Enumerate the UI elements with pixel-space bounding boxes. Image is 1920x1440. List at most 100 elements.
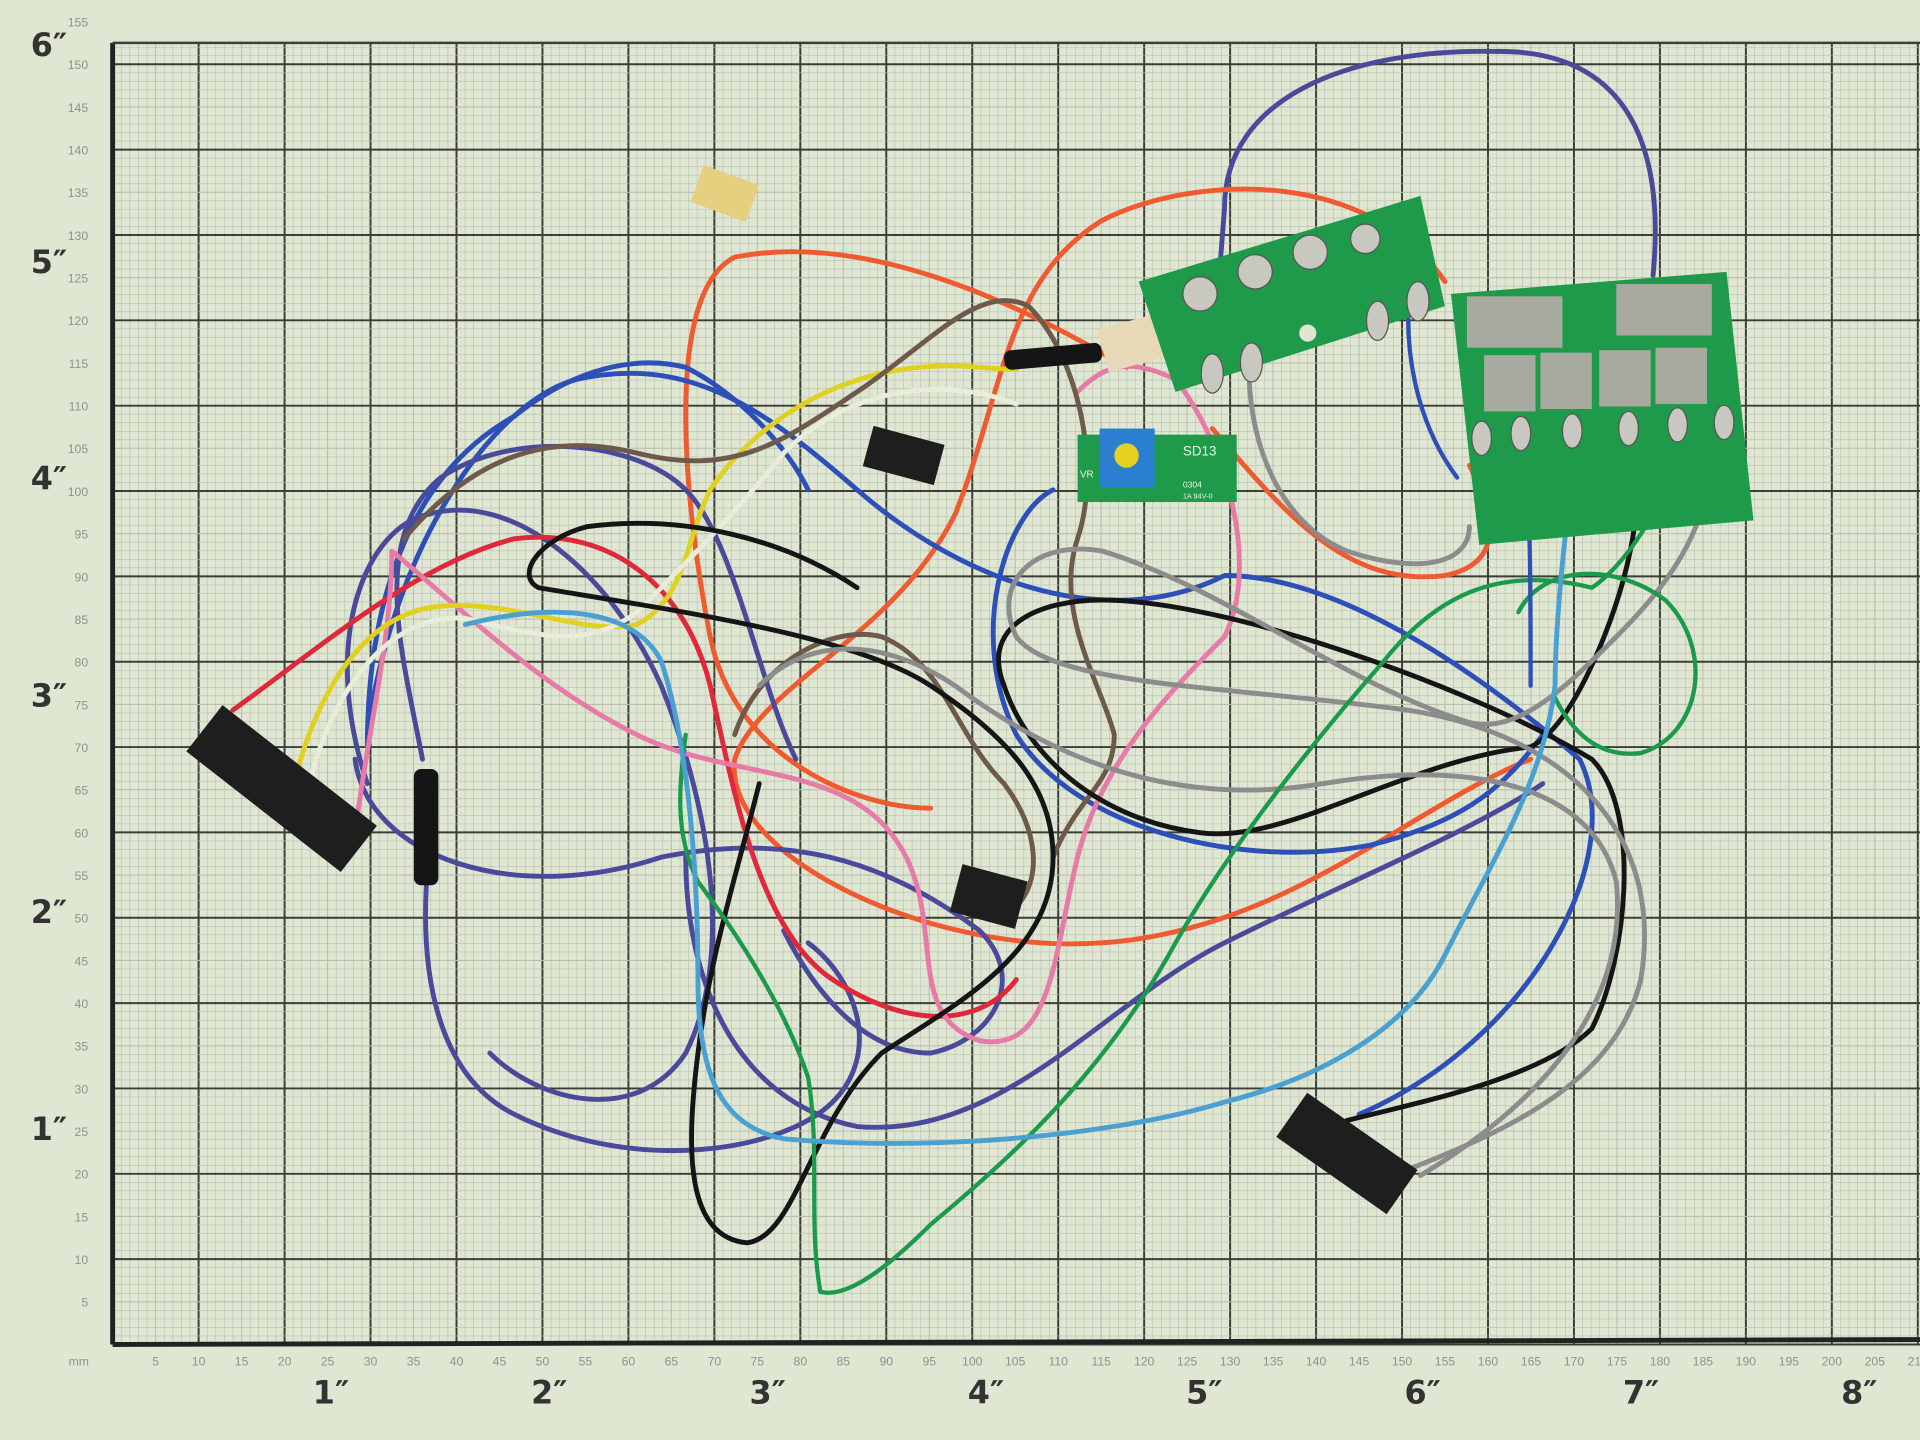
y-mm-tick-label: 40 xyxy=(75,997,89,1011)
y-mm-tick-label: 15 xyxy=(75,1210,89,1224)
x-inch-label: 4″ xyxy=(968,1373,1004,1411)
connector-small-top xyxy=(862,425,945,486)
y-mm-tick-label: 155 xyxy=(68,16,89,30)
y-mm-tick-label: 35 xyxy=(75,1040,89,1054)
pcb-side-mark: VR xyxy=(1080,470,1094,481)
x-inch-label: 5″ xyxy=(1186,1373,1222,1411)
x-mm-tick-label: 150 xyxy=(1392,1354,1413,1368)
x-mm-tick-label: 75 xyxy=(751,1354,765,1368)
y-mm-tick-label: 55 xyxy=(75,869,89,883)
x-mm-tick-label: 205 xyxy=(1865,1354,1886,1368)
y-mm-tick-label: 125 xyxy=(68,272,89,286)
wire-blue-pcb xyxy=(1406,316,1460,480)
x-mm-tick-label: 40 xyxy=(450,1354,464,1368)
wire-pink xyxy=(352,363,1242,1045)
wire-purple xyxy=(1209,48,1658,370)
pcb-part-label: SD13 xyxy=(1183,444,1217,459)
wire-blue xyxy=(990,487,1546,855)
y-mm-tick-label: 120 xyxy=(68,314,89,328)
y-mm-tick-label: 65 xyxy=(75,784,89,798)
wire-gray xyxy=(1006,426,1710,1172)
x-mm-tick-label: 70 xyxy=(708,1354,722,1368)
y-mm-tick-label: 105 xyxy=(68,442,89,456)
wire-black xyxy=(996,364,1642,1123)
y-mm-tick-label: 45 xyxy=(75,954,89,968)
y-mm-tick-label: 5 xyxy=(81,1296,88,1310)
x-mm-tick-label: 200 xyxy=(1822,1354,1843,1368)
x-mm-tick-label: 165 xyxy=(1521,1354,1542,1368)
wire-brown xyxy=(401,298,1117,860)
wire-purple xyxy=(683,781,1546,1130)
x-inch-label: 1″ xyxy=(313,1373,349,1411)
y-mm-tick-label: 50 xyxy=(75,912,89,926)
pcb-trimmer-board: SD13 0304 1A 94V-0 VR xyxy=(1077,428,1237,503)
y-inch-label: 3″ xyxy=(31,676,67,714)
grid-border-bottom xyxy=(112,1337,1920,1347)
y-mm-tick-label: 150 xyxy=(68,58,89,72)
x-mm-tick-label: 175 xyxy=(1607,1354,1628,1368)
x-mm-tick-label: 145 xyxy=(1349,1354,1370,1368)
y-mm-tick-label: 110 xyxy=(69,400,89,414)
connector-yellow xyxy=(690,165,760,222)
heat-shrink xyxy=(413,768,439,886)
wire-yellow xyxy=(291,363,1019,787)
heat-shrink xyxy=(1004,342,1103,370)
x-mm-tick-label: 180 xyxy=(1650,1354,1671,1368)
y-mm-tick-label: 130 xyxy=(68,229,89,243)
wire-red xyxy=(230,534,1019,1019)
y-inch-label: 4″ xyxy=(31,460,67,498)
x-mm-tick-label: 115 xyxy=(1091,1354,1111,1368)
y-mm-tick-label: 100 xyxy=(68,485,89,499)
y-mm-tick-label: 140 xyxy=(68,144,89,158)
x-mm-tick-label: 140 xyxy=(1306,1354,1327,1368)
wire-gray xyxy=(756,646,1620,1178)
x-mm-tick-label: 65 xyxy=(665,1354,679,1368)
wire-purple xyxy=(345,507,715,1102)
y-mm-tick-label: 30 xyxy=(75,1082,89,1096)
pcb-rating: 1A 94V-0 xyxy=(1183,491,1213,500)
wire-green xyxy=(678,401,1692,1295)
x-mm-tick-label: 55 xyxy=(579,1354,593,1368)
y-inch-label: 2″ xyxy=(31,893,67,931)
y-mm-tick-label: 85 xyxy=(75,613,89,627)
y-mm-tick-label: 115 xyxy=(69,357,89,371)
x-mm-tick-label: 135 xyxy=(1263,1354,1284,1368)
x-mm-tick-label: 100 xyxy=(962,1354,983,1368)
y-mm-tick-label: 60 xyxy=(75,826,89,840)
wire-lightblue xyxy=(462,413,1583,1146)
wire-white xyxy=(303,387,1019,799)
y-inch-label: 1″ xyxy=(31,1110,67,1148)
x-mm-tick-label: 5 xyxy=(152,1354,159,1368)
x-mm-tick-label: 60 xyxy=(622,1354,636,1368)
connector-small-center xyxy=(949,864,1028,929)
x-mm-tick-label: 30 xyxy=(364,1354,378,1368)
x-mm-tick-label: 120 xyxy=(1134,1354,1155,1368)
x-mm-tick-label: 160 xyxy=(1478,1354,1499,1368)
x-mm-tick-label: 190 xyxy=(1736,1354,1757,1368)
y-mm-tick-label: 90 xyxy=(75,570,89,584)
x-mm-tick-label: 35 xyxy=(407,1354,421,1368)
y-inch-label: 6″ xyxy=(31,26,67,64)
x-inch-label: 6″ xyxy=(1404,1373,1440,1411)
y-mm-tick-label: 145 xyxy=(68,101,89,115)
connector-right-bottom xyxy=(1276,1092,1418,1215)
x-inch-label: 2″ xyxy=(531,1373,567,1411)
x-inch-label: 3″ xyxy=(749,1373,785,1411)
wire-green-loop xyxy=(1516,571,1698,756)
x-mm-tick-label: 170 xyxy=(1564,1354,1585,1368)
x-mm-tick-label: 80 xyxy=(794,1354,808,1368)
y-inch-label: 5″ xyxy=(31,243,67,281)
y-mm-tick-label: 25 xyxy=(75,1125,89,1139)
pcb-right xyxy=(1451,271,1754,545)
x-mm-tick-label: 130 xyxy=(1220,1354,1241,1368)
x-mm-tick-label: 105 xyxy=(1005,1354,1026,1368)
y-mm-tick-label: 10 xyxy=(75,1253,89,1267)
solder-lugs xyxy=(1182,223,1430,394)
y-mm-tick-label: 135 xyxy=(68,186,89,200)
x-mm-tick-label: 210 xyxy=(1908,1354,1920,1368)
y-mm-tick-label: 80 xyxy=(75,656,89,670)
x-mm-tick-label: 25 xyxy=(321,1354,335,1368)
plug-white xyxy=(1097,313,1168,373)
